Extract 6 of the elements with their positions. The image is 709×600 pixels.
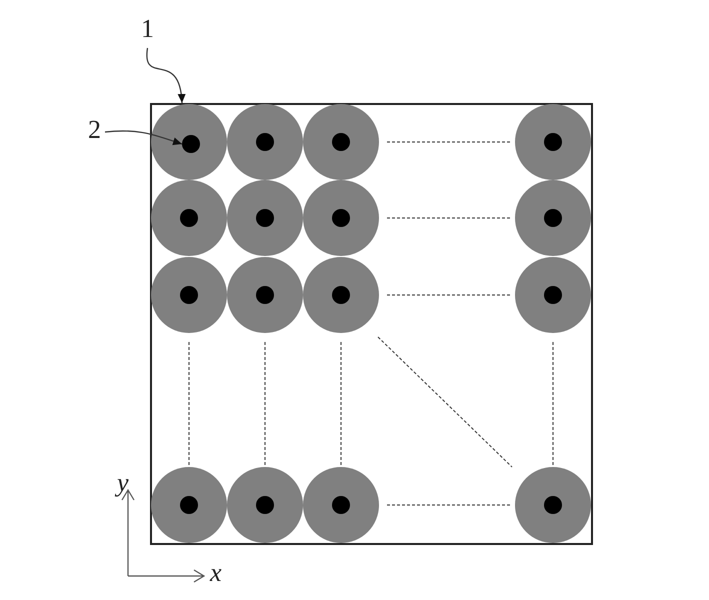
callout-number: 1	[141, 16, 154, 42]
leader-line	[146, 48, 186, 104]
callout-number: 2	[88, 117, 101, 143]
axis-label: y	[117, 470, 129, 496]
axis-label: x	[210, 560, 222, 586]
leader-line	[104, 130, 182, 145]
